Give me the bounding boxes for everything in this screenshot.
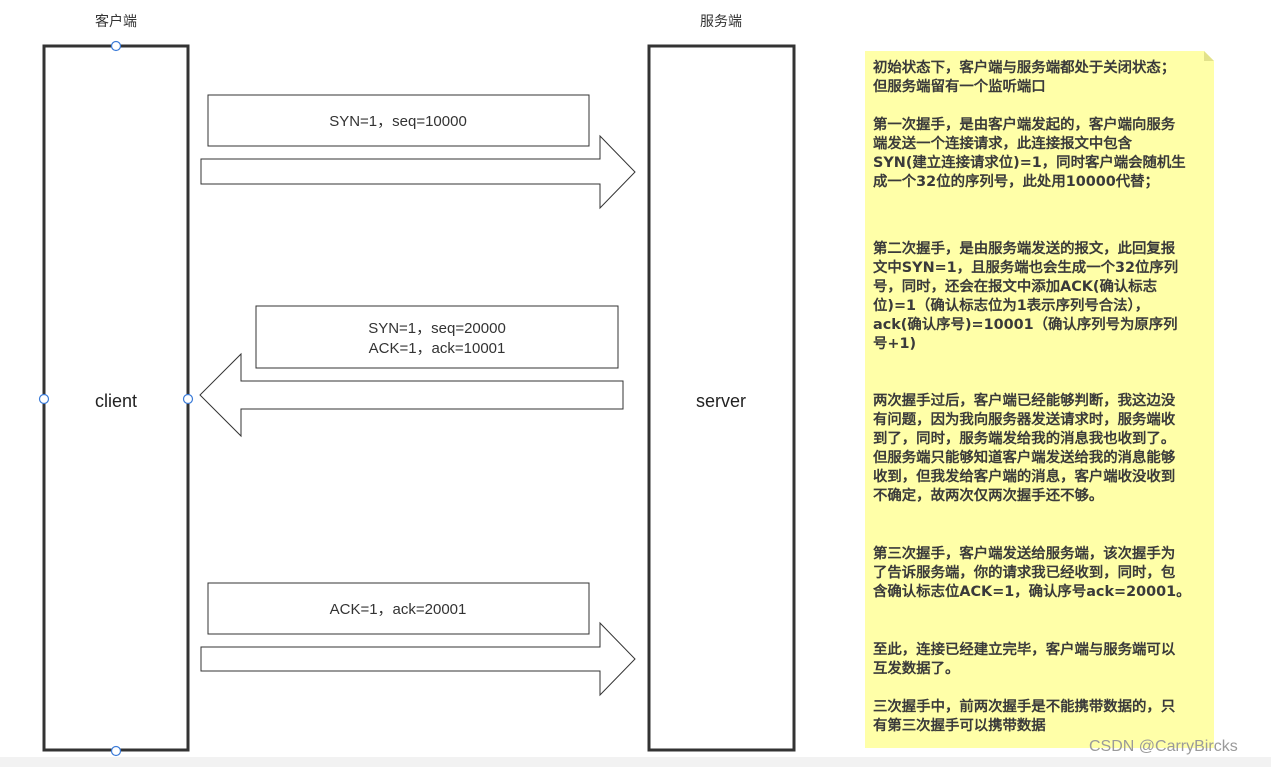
message-box-3[interactable] <box>207 582 590 635</box>
bottom-strip <box>0 757 1271 767</box>
watermark: CSDN @CarryBircks <box>1089 738 1238 755</box>
note-paragraph: 三次握手中，前两次握手是不能携带数据的，只 有第三次握手可以携带数据 <box>873 699 1176 734</box>
explanation-note[interactable]: 初始状态下，客户端与服务端都处于关闭状态； 但服务端留有一个监听端口 第一次握手… <box>865 51 1214 748</box>
client-label: client <box>95 391 137 411</box>
client-box[interactable] <box>42 44 190 752</box>
message-2-line-1: SYN=1，seq=20000 <box>368 320 506 337</box>
resize-handle-right[interactable] <box>182 393 194 405</box>
arrow-right-icon[interactable] <box>200 621 636 697</box>
note-paragraph: 两次握手过后，客户端已经能够判断，我这边没 有问题，因为我向服务器发送请求时，服… <box>873 393 1176 504</box>
message-2-line-2: ACK=1，ack=10001 <box>369 340 506 357</box>
note-paragraph: 第二次握手，是由服务端发送的报文，此回复报 文中SYN=1，且服务端也会生成一个… <box>873 241 1179 352</box>
resize-handle-bottom[interactable] <box>110 745 122 757</box>
note-fold-corner <box>1204 51 1214 61</box>
message-box-1[interactable] <box>207 94 590 147</box>
resize-handle-left[interactable] <box>38 393 50 405</box>
note-paragraph: 至此，连接已经建立完毕，客户端与服务端可以 互发数据了。 <box>873 642 1176 677</box>
arrow-left-icon[interactable] <box>199 352 624 438</box>
server-header: 服务端 <box>700 14 742 30</box>
message-box-2[interactable] <box>255 305 619 369</box>
note-paragraph: 第一次握手，是由客户端发起的，客户端向服务 端发送一个连接请求，此连接报文中包含… <box>873 117 1186 190</box>
message-1-line-1: SYN=1，seq=10000 <box>329 113 467 130</box>
server-box[interactable] <box>647 44 796 752</box>
resize-handle-top[interactable] <box>110 40 122 52</box>
note-paragraph: 第三次握手，客户端发送给服务端，该次握手为 了告诉服务端，你的请求我已经收到，同… <box>873 546 1191 600</box>
arrow-right-icon[interactable] <box>200 134 636 210</box>
message-3-line-1: ACK=1，ack=20001 <box>330 601 467 618</box>
client-header: 客户端 <box>95 13 137 30</box>
note-paragraph: 初始状态下，客户端与服务端都处于关闭状态； 但服务端留有一个监听端口 <box>873 60 1176 95</box>
server-label: server <box>696 391 746 411</box>
